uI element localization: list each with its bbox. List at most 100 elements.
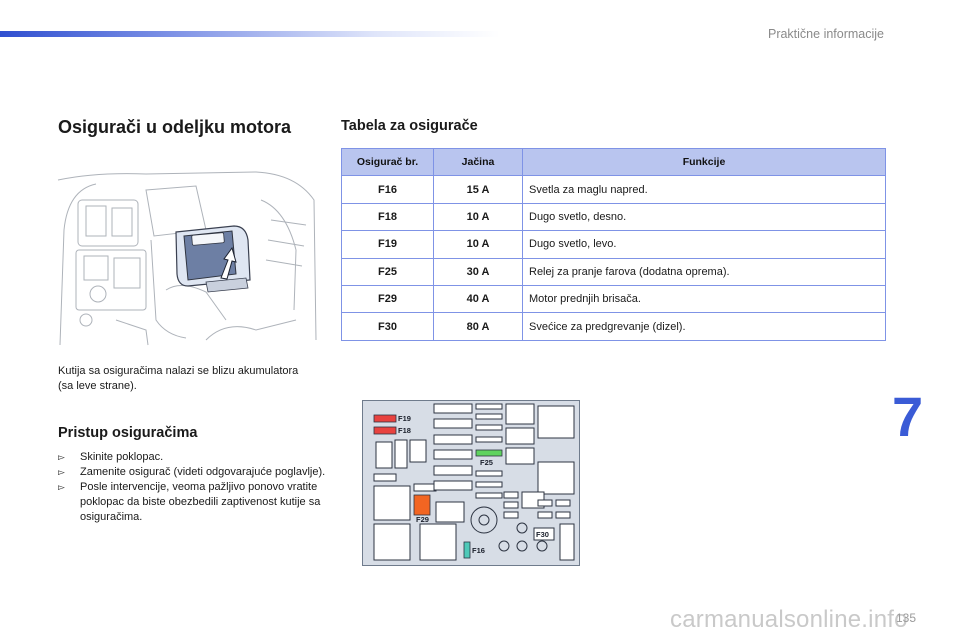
fuse-rating-cell: 10 A — [433, 230, 523, 259]
mini-fuse — [475, 424, 503, 431]
fuse-function-cell: Motor prednjih brisača. — [522, 284, 886, 314]
fuse-number-cell: F18 — [341, 202, 434, 232]
fuse-rating-cell: 30 A — [433, 257, 523, 286]
terminal-stud — [498, 540, 510, 552]
step-text: Skinite poklopac. — [80, 451, 164, 463]
page-number: 135 — [895, 611, 916, 625]
fuse-f30-box — [533, 527, 555, 541]
bullet-arrow-icon: ▻ — [58, 482, 65, 492]
fuse-slot — [433, 465, 473, 476]
relay-block — [559, 523, 575, 561]
table-row: F25 30 A Relej za pranje farova (dodatna… — [341, 257, 886, 286]
access-heading: Pristup osiguračima — [58, 425, 198, 441]
fuse-number-cell: F19 — [341, 230, 434, 259]
terminal-stud-core — [478, 514, 490, 526]
fuse-number-cell: F29 — [341, 284, 434, 314]
column-header-rating: Jačina — [433, 147, 523, 177]
relay-block — [537, 461, 575, 495]
fuse-function-cell: Svećice za predgrevanje (dizel). — [522, 312, 886, 341]
bullet-arrow-icon: ▻ — [58, 452, 65, 462]
fuse-f19-highlight — [373, 414, 397, 423]
step-text: Zamenite osigurač (videti odgovarajuće p… — [80, 466, 326, 478]
fuse-box-diagram: F19 F18 F25 F29 F30 F16 — [362, 400, 580, 566]
mini-fuse — [475, 481, 503, 488]
relay-slot — [375, 441, 393, 469]
terminal-stud — [516, 522, 528, 534]
table-row: F16 15 A Svetla za maglu napred. — [341, 175, 886, 204]
mini-fuse — [475, 413, 503, 420]
terminal-stud — [470, 506, 498, 534]
mini-fuse — [475, 436, 503, 443]
relay-block — [505, 427, 535, 445]
fuse-slot — [433, 449, 473, 460]
list-item: ▻ Zamenite osigurač (videti odgovarajuće … — [58, 465, 328, 480]
header-gradient-bar — [0, 31, 500, 37]
page-title: Osigurači u odeljku motora — [58, 117, 292, 137]
fuse-f18-highlight — [373, 426, 397, 435]
fuse-label-f18: F18 — [398, 426, 411, 435]
watermark: carmanualsonline.info — [670, 606, 908, 633]
relay-block — [373, 485, 411, 521]
table-row: F29 40 A Motor prednjih brisača. — [341, 284, 886, 314]
fuse-label-f16: F16 — [472, 546, 485, 555]
fuse-table: Osigurač br. Jačina Funkcije F16 15 A Sv… — [341, 147, 886, 341]
mini-fuse — [503, 491, 519, 499]
mini-fuse — [555, 499, 571, 507]
fuse-number-cell: F16 — [341, 175, 434, 204]
mini-fuse — [555, 511, 571, 519]
column-header-functions: Funkcije — [522, 147, 886, 177]
relay-slot — [409, 439, 427, 463]
fuse-label-f25: F25 — [480, 458, 493, 467]
fuse-slot — [373, 473, 397, 482]
access-steps: ▻ Skinite poklopac. ▻ Zamenite osigurač (v… — [58, 450, 328, 525]
fuse-label-f29: F29 — [416, 515, 429, 524]
fuse-number-cell: F30 — [341, 312, 434, 341]
fuse-rating-cell: 80 A — [433, 312, 523, 341]
section-label: Praktične informacije — [767, 27, 884, 41]
fuse-rating-cell: 10 A — [433, 202, 523, 232]
fuse-function-cell: Dugo svetlo, desno. — [522, 202, 886, 232]
fuse-slot — [413, 483, 437, 492]
relay-slot — [394, 439, 408, 469]
relay-block — [419, 523, 457, 561]
mini-fuse — [475, 470, 503, 477]
fuse-f25-highlight — [475, 449, 503, 457]
mini-fuse — [537, 511, 553, 519]
chapter-number: 7 — [892, 385, 924, 448]
fuse-function-cell: Relej za pranje farova (dodatna oprema). — [522, 257, 886, 286]
bullet-arrow-icon: ▻ — [58, 467, 65, 477]
fuse-label-f30: F30 — [536, 530, 549, 539]
table-row: F19 10 A Dugo svetlo, levo. — [341, 230, 886, 259]
fuse-table-heading: Tabela za osigurače — [341, 118, 478, 134]
fuse-label-f19: F19 — [398, 414, 411, 423]
fuse-function-cell: Dugo svetlo, levo. — [522, 230, 886, 259]
fuse-rating-cell: 15 A — [433, 175, 523, 204]
mini-fuse — [475, 403, 503, 410]
relay-block — [373, 523, 411, 561]
fuse-f29-highlight — [413, 494, 431, 516]
fuse-number-cell: F25 — [341, 257, 434, 286]
fuse-slot — [433, 403, 473, 414]
fuse-slot — [433, 480, 473, 491]
fuse-slot — [433, 418, 473, 429]
mini-fuse — [475, 492, 503, 499]
table-row: F18 10 A Dugo svetlo, desno. — [341, 202, 886, 232]
column-header-fuse-number: Osigurač br. — [341, 147, 434, 177]
step-text: Posle intervencije, veoma pažljivo ponov… — [80, 481, 321, 523]
list-item: ▻ Posle intervencije, veoma pažljivo pono… — [58, 480, 328, 525]
terminal-stud — [516, 540, 528, 552]
relay-block — [435, 501, 465, 523]
fuse-box-location — [175, 225, 251, 293]
fuse-slot — [433, 434, 473, 445]
fuse-rating-cell: 40 A — [433, 284, 523, 314]
mini-fuse — [537, 499, 553, 507]
list-item: ▻ Skinite poklopac. — [58, 450, 328, 465]
relay-block — [537, 405, 575, 439]
caption: Kutija sa osiguračima nalazi se blizu ak… — [58, 365, 299, 392]
terminal-stud — [536, 540, 548, 552]
relay-block — [505, 447, 535, 465]
table-header-row: Osigurač br. Jačina Funkcije — [341, 147, 886, 177]
relay-block — [505, 403, 535, 425]
engine-compartment-illustration — [57, 171, 317, 346]
table-row: F30 80 A Svećice za predgrevanje (dizel)… — [341, 312, 886, 341]
